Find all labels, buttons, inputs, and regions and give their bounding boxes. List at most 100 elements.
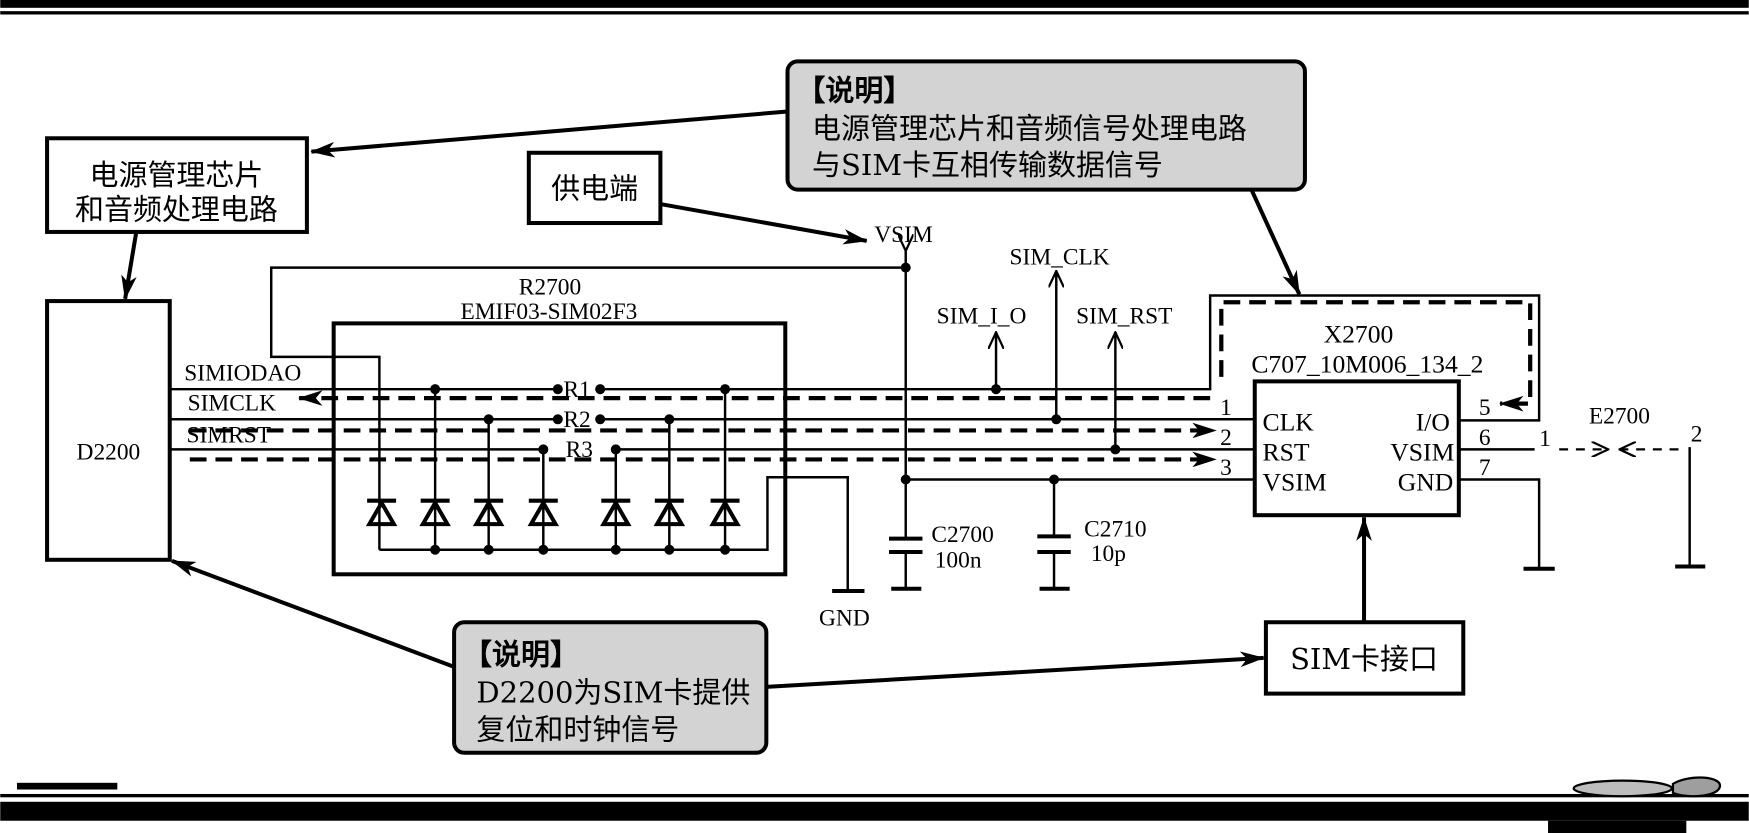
note-bottom-heading: 【说明】 <box>463 638 579 672</box>
signal-flow-paths <box>189 300 1533 468</box>
note-bottom-line2: 复位和时钟信号 <box>476 712 679 746</box>
wire-array-ground-rail <box>379 476 849 592</box>
connector-pin-number-7: 7 <box>1479 455 1491 481</box>
signal-label-simiodao: SIMIODAO <box>184 360 301 386</box>
tvs-diodes <box>365 498 741 527</box>
junction-dot <box>1110 444 1121 455</box>
capacitor-c2710-ref: C2710 <box>1084 516 1146 542</box>
connector-part-label: C707_10M006_134_2 <box>1251 349 1483 378</box>
signal-label-simclk: SIMCLK <box>188 390 277 416</box>
connector-pin-name-io: I/O <box>1416 407 1450 436</box>
junction-dot <box>720 544 731 555</box>
junction-dots <box>430 262 1121 555</box>
net-label-sim-rst: SIM_RST <box>1076 303 1172 329</box>
note-top-line2: 与SIM卡互相传输数据信号 <box>812 148 1163 182</box>
connector-pin-name-vsim-right: VSIM <box>1390 438 1454 467</box>
sim-interface-label: SIM卡接口 <box>1290 642 1438 676</box>
annotation-arrows <box>121 109 1372 689</box>
diode-symbol <box>600 498 632 527</box>
junction-dot <box>538 444 549 455</box>
top-border-thin <box>0 11 1749 15</box>
junction-dot <box>483 414 494 425</box>
decorative-scroll-ornament <box>1572 776 1721 798</box>
junction-dot <box>1049 474 1060 485</box>
connector-pin-name-gnd: GND <box>1398 468 1454 497</box>
arrow-power-box-to-d2200 <box>121 231 139 300</box>
junction-dot <box>430 544 441 555</box>
bottom-right-block <box>1548 820 1687 833</box>
arrow-note-bottom-to-sim-interface <box>766 651 1265 689</box>
note-top-line1: 电源管理芯片和音频信号处理电路 <box>812 111 1247 145</box>
top-border-thick <box>0 0 1749 8</box>
diode-symbol <box>472 498 505 527</box>
scroll-curl <box>1671 776 1721 798</box>
junction-dot <box>664 544 675 555</box>
note-top-heading: 【说明】 <box>796 73 912 107</box>
diode-symbol <box>653 498 686 527</box>
diode-symbol <box>527 498 560 527</box>
sim-interface-box-frame <box>1263 620 1466 696</box>
connector-pin-number-6: 6 <box>1479 425 1491 451</box>
junction-dot <box>430 384 441 395</box>
arrow-note-top-to-connector <box>1249 188 1302 296</box>
junction-dot <box>1051 414 1062 425</box>
arrow-note-top-to-power-box <box>310 109 788 158</box>
net-label-sim-io: SIM_I_O <box>937 303 1027 329</box>
bottom-left-marker-bar <box>16 782 118 790</box>
net-label-gnd: GND <box>819 606 870 632</box>
connector-pin-name-clk: CLK <box>1263 407 1315 436</box>
junction-dot <box>991 384 1002 395</box>
arrow-supply-to-vsim <box>660 202 868 245</box>
connector-pin-name-vsim-left: VSIM <box>1263 468 1327 497</box>
signal-label-simrst: SIMRST <box>186 423 271 449</box>
supply-box-frame <box>526 150 663 226</box>
bottom-border-thin <box>0 793 1749 798</box>
capacitor-c2710-value: 10p <box>1091 541 1126 567</box>
net-label-vsim: VSIM <box>874 222 933 248</box>
connector-frame <box>1252 379 1461 518</box>
sim-interface-box: SIM卡接口 <box>1263 620 1466 696</box>
tvs-diode <box>600 498 632 527</box>
note-callout-bottom: 【说明】 D2200为SIM卡提供 复位和时钟信号 <box>452 620 769 755</box>
capacitor-c2700-symbol <box>888 536 923 554</box>
note-callout-top: 【说明】 电源管理芯片和音频信号处理电路 与SIM卡互相传输数据信号 <box>785 59 1307 192</box>
d2200-chip: D2200 <box>45 299 172 562</box>
connector-ref-label: X2700 <box>1324 319 1394 348</box>
spark-gap-e2700: E2700 1 2 <box>1539 404 1702 452</box>
capacitor-c2700-value: 100n <box>935 548 982 574</box>
tvs-diode <box>527 498 560 527</box>
sim-connector-x2700: X2700 C707_10M006_134_2 CLK RST VSIM I/O… <box>1220 319 1491 518</box>
diode-symbol <box>419 498 451 527</box>
tvs-diode <box>709 498 741 527</box>
junction-dot <box>483 544 494 555</box>
emif-ref-label: R2700 <box>519 274 581 300</box>
tvs-diode <box>653 498 686 527</box>
supply-box: 供电端 <box>526 150 663 226</box>
bottom-border-thick <box>0 801 1749 821</box>
diode-symbol <box>365 498 398 527</box>
junction-dot <box>664 414 675 425</box>
spark-gap-pin2-label: 2 <box>1691 422 1703 448</box>
flow-io-to-sim <box>1219 300 1533 412</box>
power-management-box-frame <box>45 136 309 234</box>
supply-box-label: 供电端 <box>551 171 638 205</box>
junction-dot <box>900 474 911 485</box>
tvs-diode <box>472 498 505 527</box>
note-callout-bottom-frame <box>452 620 769 755</box>
power-management-box: 电源管理芯片 和音频处理电路 <box>45 136 309 234</box>
connector-pin-number-5: 5 <box>1479 395 1491 421</box>
junction-dot <box>610 544 621 555</box>
note-callout-top-frame <box>785 59 1307 192</box>
connector-pin-name-rst: RST <box>1263 438 1310 467</box>
note-bottom-line1: D2200为SIM卡提供 <box>476 676 750 710</box>
junction-dot <box>552 414 563 425</box>
d2200-label: D2200 <box>77 439 141 465</box>
wires <box>169 251 1706 594</box>
connector-pin-number-3: 3 <box>1220 455 1232 481</box>
diode-symbol <box>709 498 741 527</box>
junction-dot <box>595 414 606 425</box>
scroll-body <box>1572 779 1673 798</box>
wire-io-right <box>600 294 1541 422</box>
junction-dot <box>538 544 549 555</box>
